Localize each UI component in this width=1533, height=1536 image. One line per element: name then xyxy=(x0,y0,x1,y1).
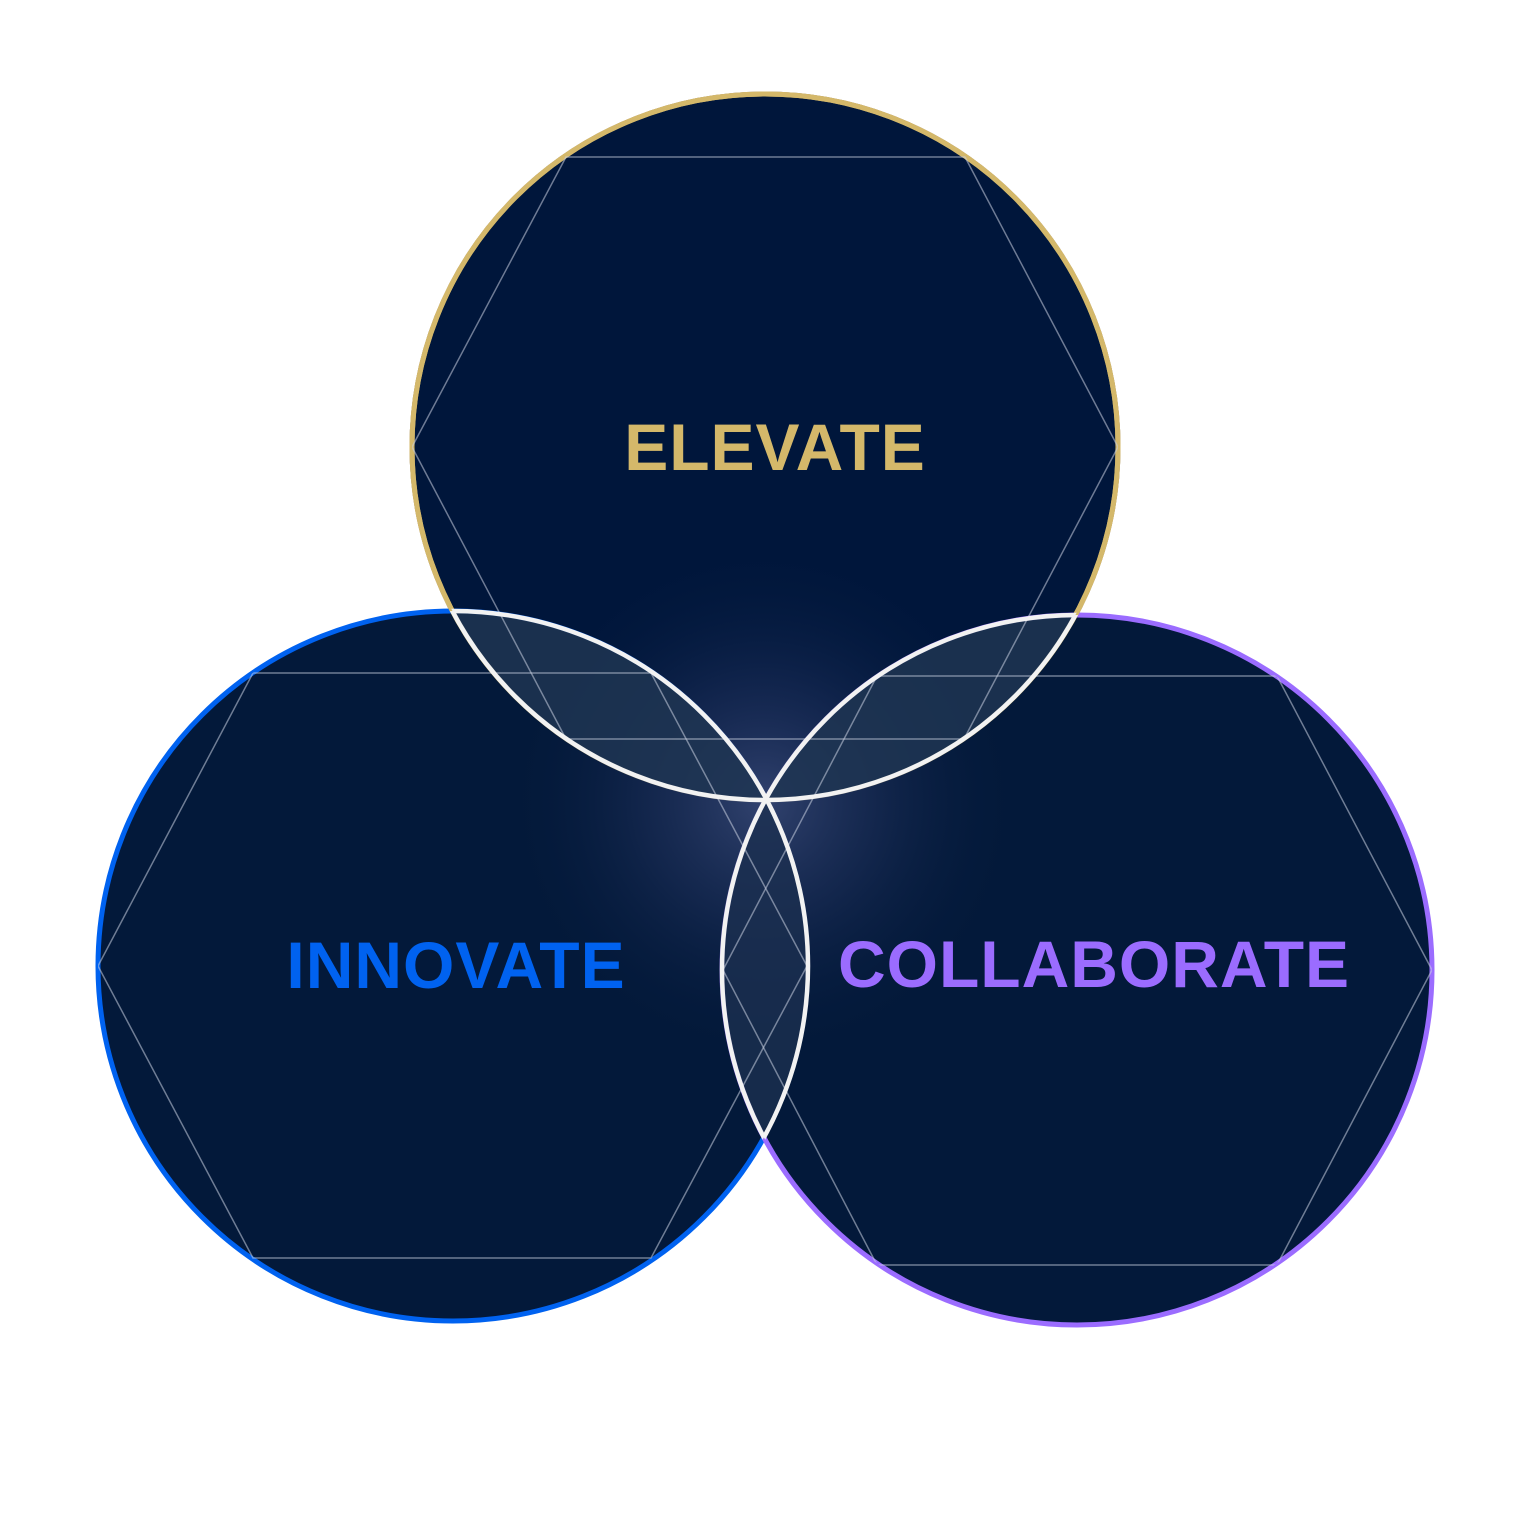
label-elevate: ELEVATE xyxy=(624,410,926,484)
label-innovate: INNOVATE xyxy=(286,928,625,1002)
overlap-outlines xyxy=(409,608,1121,1324)
label-collaborate: COLLABORATE xyxy=(838,927,1350,1001)
